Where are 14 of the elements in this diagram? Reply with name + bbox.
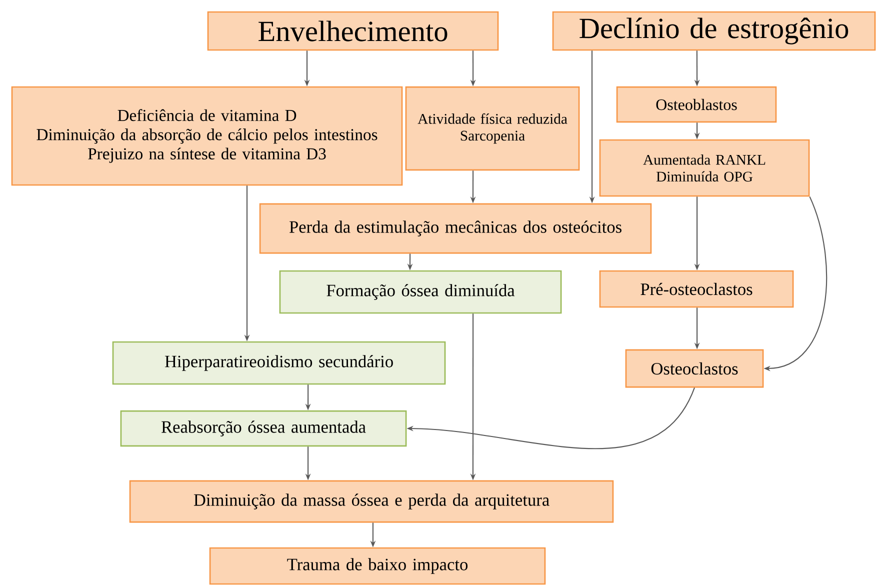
process-box: Perda da estimulação mecânicas dos osteócitos	[259, 203, 652, 254]
process-box: Envelhecimento	[207, 11, 499, 51]
process-box: Trauma de baixo impacto	[209, 547, 546, 585]
process-box: Formação óssea diminuída	[279, 270, 562, 314]
process-box: Osteoblastos	[616, 86, 777, 123]
process-box: Declínio de estrogênio	[552, 11, 876, 51]
process-box: Aumentada RANKL Diminuída OPG	[599, 139, 810, 197]
process-box: Atividade física reduzida Sarcopenia	[405, 86, 580, 171]
process-box: Osteoclastos	[625, 349, 764, 388]
process-box: Hiperparatireoidismo secundário	[112, 341, 446, 385]
process-box: Deficiência de vitamina D Diminuição da absorção de cálcio pelos intestinos Prejuizo na síntese de vitamina D3	[11, 86, 403, 186]
process-box: Diminuição da massa óssea e perda da arquitetura	[129, 480, 614, 523]
process-box: Reabsorção óssea aumentada	[120, 410, 407, 447]
process-box: Pré-osteoclastos	[599, 270, 794, 308]
